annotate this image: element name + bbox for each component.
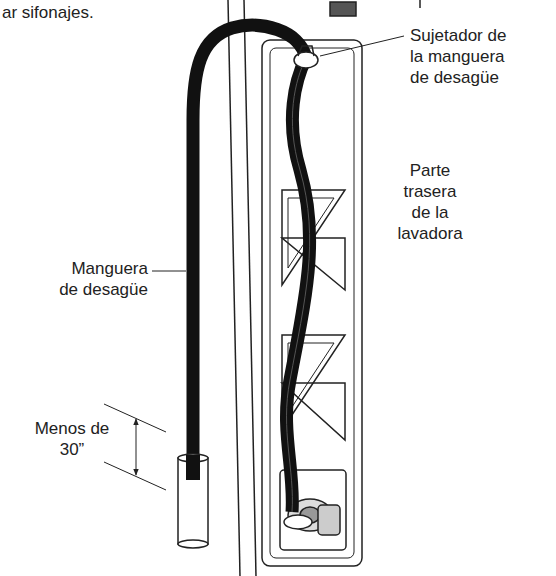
washer-back xyxy=(228,0,420,576)
dimension xyxy=(104,404,166,490)
drain-hose xyxy=(193,25,310,512)
back-panel xyxy=(262,40,362,566)
dimension-label: Menos de 30” xyxy=(27,418,117,460)
part-label: Parte trasera de la lavadora xyxy=(394,160,466,244)
top-slot xyxy=(330,2,356,16)
hose-highlight xyxy=(287,58,310,512)
part-label: Sujetador de la manguera de desagüe xyxy=(410,25,514,88)
hose-clamp xyxy=(294,46,318,68)
standpipe xyxy=(178,454,208,548)
cut-note: ar sifonajes. xyxy=(2,2,142,23)
part-label: Manguera de desagüe xyxy=(53,258,148,300)
leader-lines xyxy=(152,36,404,271)
